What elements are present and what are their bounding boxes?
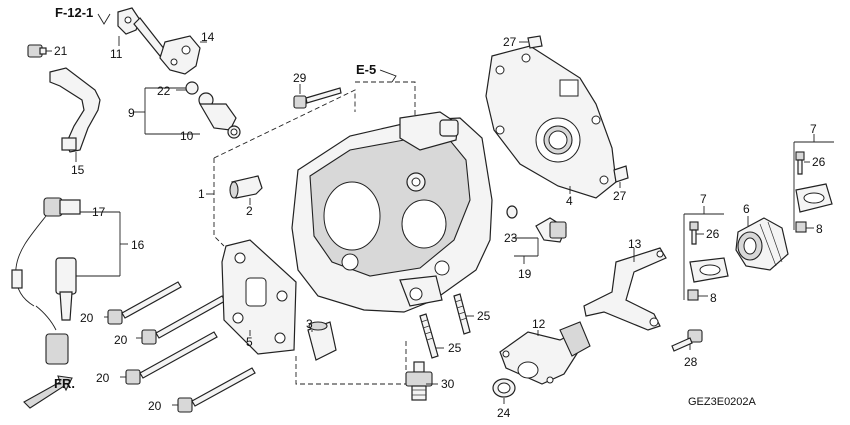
part-20-bolts: 20 20 20 20	[80, 281, 256, 413]
callout-15: 15	[71, 163, 85, 177]
callout-30: 30	[441, 377, 455, 391]
callout-4: 4	[566, 194, 573, 208]
callout-1: 1	[198, 187, 205, 201]
frame-ref-label: F-12-1	[55, 5, 93, 20]
callout-16: 16	[131, 238, 145, 252]
dowel-27-lower: 27	[613, 165, 629, 203]
part-16-17-sensor: 17 16	[11, 197, 145, 365]
part-4-cover-gasket: 4	[485, 45, 617, 208]
part-14-bracket: 14	[159, 30, 215, 75]
part-6-joint: 6	[735, 202, 789, 271]
part-2-guide: 2	[229, 175, 263, 218]
part-25-studs: 25 25	[419, 293, 491, 359]
dowel-27-upper: 27	[503, 35, 543, 49]
part-27-dowels: 27 27	[503, 35, 629, 203]
callout-25-a: 25	[477, 309, 491, 323]
callout-6: 6	[743, 202, 750, 216]
front-label: FR.	[54, 376, 75, 391]
frame-ref-arrow	[97, 13, 111, 25]
callout-25-b: 25	[448, 341, 462, 355]
callout-20-a: 20	[80, 311, 94, 325]
frame-ref-e5-label: E-5	[356, 62, 376, 77]
callout-10: 10	[180, 129, 194, 143]
part-3-guide: 3	[306, 317, 337, 361]
callout-19: 19	[518, 267, 532, 281]
callout-24: 24	[497, 406, 511, 420]
callout-12: 12	[532, 317, 546, 331]
callout-26-b: 26	[706, 227, 720, 241]
part-30-spark-plug: 30	[405, 361, 455, 401]
callout-20-c: 20	[96, 371, 110, 385]
part-9-10-22-link: 22 9 10	[128, 81, 241, 143]
bolt-20-d: 20	[148, 367, 256, 413]
callout-17: 17	[92, 205, 106, 219]
part-13-stay: 13	[583, 237, 667, 331]
part-7-clamp-left: 7 26 8	[683, 192, 729, 305]
callout-27-b: 27	[613, 189, 627, 203]
part-21-bolt: 21	[27, 44, 68, 58]
part-11-arm: 11	[110, 7, 166, 61]
part-5-gasket: 5	[221, 239, 297, 355]
callout-26-a: 26	[812, 155, 826, 169]
assembly-boundary: 1	[198, 81, 416, 385]
callout-9: 9	[128, 106, 135, 120]
callout-8-a: 8	[816, 222, 823, 236]
part-12-intake-pipe: 12	[499, 317, 591, 385]
frame-reference-f12-1: F-12-1	[55, 5, 111, 25]
stud-25-lower: 25	[419, 313, 462, 359]
callout-14: 14	[201, 30, 215, 44]
bolt-20-b: 20	[114, 295, 226, 347]
part-19-23-sensor: 23 19	[504, 205, 567, 281]
callout-21: 21	[54, 44, 68, 58]
callout-7-a: 7	[810, 122, 817, 136]
diagram-code: GEZ3E0202A	[688, 396, 757, 408]
callout-5: 5	[246, 335, 253, 349]
part-15-stay: 15	[49, 67, 101, 177]
callout-11: 11	[110, 47, 123, 61]
callout-13: 13	[628, 237, 642, 251]
part-24-gasket: 24	[492, 378, 516, 420]
stud-25-upper: 25	[453, 293, 491, 335]
callout-29: 29	[293, 71, 307, 85]
callout-20-b: 20	[114, 333, 128, 347]
callout-20-d: 20	[148, 399, 162, 413]
callout-28: 28	[684, 355, 698, 369]
callout-7-b: 7	[700, 192, 707, 206]
part-28-bolt: 28	[671, 329, 703, 369]
callout-22: 22	[157, 84, 171, 98]
callout-23: 23	[504, 231, 518, 245]
callout-3: 3	[306, 317, 313, 331]
callout-2: 2	[246, 204, 253, 218]
bolt-20-c: 20	[96, 331, 218, 385]
callout-8-b: 8	[710, 291, 717, 305]
front-direction-indicator: FR.	[23, 375, 75, 409]
bolt-20-a: 20	[80, 281, 182, 325]
cylinder-head	[291, 111, 493, 313]
frame-reference-e5: E-5	[356, 62, 397, 83]
part-7-clamp-right: 7 26 8	[793, 122, 834, 236]
callout-27-a: 27	[503, 35, 517, 49]
part-29-bolt: 29	[293, 71, 342, 109]
